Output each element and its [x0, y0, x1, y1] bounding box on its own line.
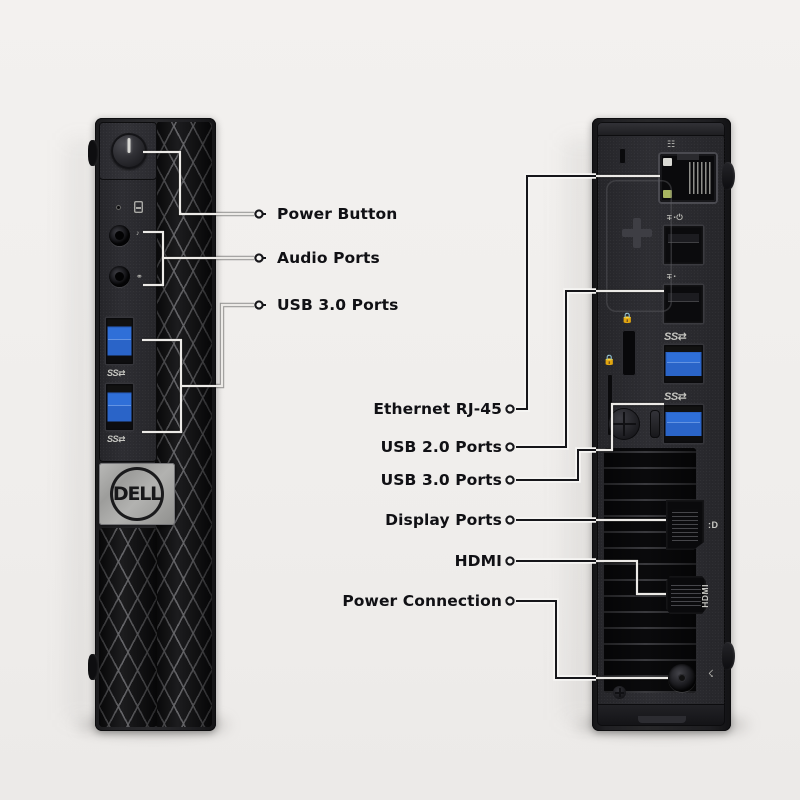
padlock-icon-lower: 🔒 [603, 355, 616, 366]
dell-logo-ring: DELL [110, 467, 165, 522]
kensington-lock-slot [619, 148, 626, 164]
callout-dot-hdmi [505, 556, 515, 566]
rear-usb3-ss-icon-2: SS⇄ [664, 391, 687, 403]
leader-audio-ports [143, 229, 254, 288]
callout-dot-usb3-rear [505, 475, 515, 485]
callout-label-audio-ports: Audio Ports [277, 249, 380, 267]
front-vent-mesh [155, 122, 212, 727]
leader-usb3-front [142, 302, 254, 435]
power-button[interactable] [111, 133, 147, 169]
rear-usb3-port-2[interactable] [664, 405, 703, 443]
display-port-icon: :D [708, 520, 719, 530]
padlock-icon-upper: 🔒 [621, 313, 634, 324]
callout-label-hdmi: HDMI [454, 552, 502, 570]
front-usb3-port-2[interactable] [106, 384, 133, 430]
callout-dot-audio-ports [254, 253, 264, 263]
front-foot-bottom [88, 654, 99, 680]
security-cable-loop [607, 374, 613, 436]
callout-dot-usb3-front [254, 300, 264, 310]
ethernet-led-right [662, 190, 672, 199]
usb-smart-power-icon: ∓⋅⏻ [666, 213, 683, 222]
knockout-plus-mark [622, 218, 652, 248]
callout-label-power-connection: Power Connection [342, 592, 502, 610]
callout-label-usb2-rear: USB 2.0 Ports [380, 438, 502, 456]
rear-antenna-cap-top [722, 162, 735, 190]
front-unit: ♪ ⚭ SS⇄ SS⇄ DELL [88, 118, 216, 731]
callout-dot-power-button [254, 209, 264, 219]
headphone-jack[interactable] [109, 225, 130, 246]
leader-usb3-rear [516, 447, 596, 483]
ambient-shade-right [556, 140, 592, 720]
callout-dot-power-connection [505, 596, 515, 606]
leader-hdmi-stub [596, 558, 666, 597]
ambient-shade-left [60, 140, 90, 720]
callout-dot-ethernet [505, 404, 515, 414]
power-plug-icon: ☇ [708, 669, 715, 680]
padlock-slot [622, 330, 636, 376]
callout-label-display-ports: Display Ports [385, 511, 502, 529]
ethernet-led-left [662, 157, 672, 166]
front-usb3-port-1[interactable] [106, 318, 133, 364]
power-button-bar [127, 138, 131, 154]
front-usb3-ss-icon-1: SS⇄ [107, 368, 126, 378]
usb-icon: ∓⋅ [666, 272, 677, 281]
rear-usb2-port-2[interactable] [664, 285, 703, 323]
rear-antenna-cap-bottom [722, 642, 735, 670]
rear-usb3-ss-icon-1: SS⇄ [664, 331, 687, 343]
leader-usb2 [516, 288, 596, 450]
case-dimple [613, 686, 626, 699]
headphone-icon: ♪ [136, 230, 140, 237]
hard-drive-activity-icon [134, 201, 143, 213]
rear-unit: ☷ ∓⋅⏻ ∓⋅ SS⇄ SS⇄ :D [592, 118, 735, 731]
microphone-icon: ⚭ [136, 272, 144, 281]
callout-label-ethernet: Ethernet RJ-45 [373, 400, 502, 418]
rear-bottom-lip [597, 704, 725, 726]
display-port[interactable] [666, 500, 704, 550]
leader-power-connection [516, 598, 596, 681]
callout-dot-display-ports [505, 515, 515, 525]
ethernet-icon: ☷ [667, 139, 676, 149]
leader-power-button [143, 149, 254, 217]
rear-usb2-port-1[interactable] [664, 226, 703, 264]
rear-bottom-notch [638, 716, 686, 723]
leader-ethernet [516, 173, 596, 412]
front-foot-top [88, 140, 99, 166]
rear-usb3-port-1[interactable] [664, 345, 703, 383]
leader-usb3-rear-stub [596, 401, 664, 453]
callout-label-usb3-rear: USB 3.0 Ports [380, 471, 502, 489]
ethernet-rj45-port[interactable] [660, 154, 716, 202]
thumbscrew[interactable] [608, 408, 640, 440]
microphone-jack[interactable] [109, 266, 130, 287]
cable-clip [650, 410, 660, 438]
callout-dot-usb2-rear [505, 442, 515, 452]
callout-label-usb3-front: USB 3.0 Ports [277, 296, 399, 314]
power-indicator-icon [116, 205, 121, 210]
power-connection-jack[interactable] [668, 664, 696, 692]
dell-logo-badge: DELL [99, 463, 175, 525]
rear-vent-grid [604, 448, 696, 693]
front-lower-vent-mesh [99, 528, 157, 727]
dell-wordmark: DELL [112, 483, 162, 505]
rear-top-lid [597, 122, 725, 136]
hdmi-port[interactable] [666, 576, 706, 614]
front-usb3-ss-icon-2: SS⇄ [107, 434, 126, 444]
callout-label-power-button: Power Button [277, 205, 398, 223]
